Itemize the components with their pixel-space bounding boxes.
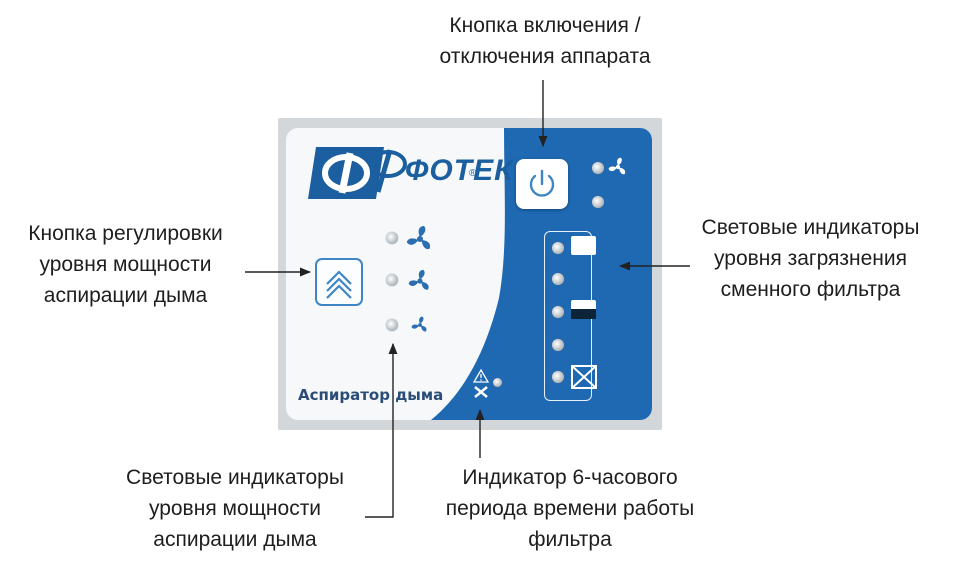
fan-mode-led bbox=[592, 162, 604, 174]
wrench-icon bbox=[474, 386, 488, 398]
callout-line: уровня загрязнения bbox=[714, 247, 907, 270]
filter-led-4 bbox=[552, 339, 564, 351]
timer-led bbox=[493, 378, 502, 387]
power-level-led-high bbox=[386, 232, 398, 244]
brand-logo-icon bbox=[308, 147, 384, 199]
callout-line: Индикатор 6-часового bbox=[462, 466, 678, 489]
callout-line: Кнопка регулировки bbox=[28, 222, 223, 245]
filter-led-1 bbox=[552, 242, 564, 254]
warning-triangle-icon bbox=[473, 369, 489, 383]
registered-mark: ® bbox=[469, 168, 477, 179]
power-level-led-low bbox=[386, 319, 398, 331]
filter-led-2 bbox=[552, 273, 564, 285]
timer-indicator-callout: Индикатор 6-часового периода времени раб… bbox=[420, 462, 720, 555]
callout-line: аспирации дыма bbox=[43, 284, 208, 307]
fan-icon bbox=[406, 226, 431, 250]
speed-button-callout: Кнопка регулировки уровня мощности аспир… bbox=[8, 218, 243, 311]
callout-line: Световые индикаторы bbox=[701, 216, 920, 239]
power-level-led-medium bbox=[386, 274, 398, 286]
callout-line: аспирации дыма bbox=[153, 528, 317, 551]
power-button-callout: Кнопка включения / отключения аппарата bbox=[395, 10, 695, 72]
callout-line: Световые индикаторы bbox=[126, 466, 344, 489]
brand-text: ФОТЕК bbox=[405, 154, 514, 187]
callout-line: отключения аппарата bbox=[439, 45, 651, 68]
brand-f-icon bbox=[369, 149, 407, 193]
fan-icon bbox=[608, 157, 626, 175]
filter-led-5 bbox=[552, 371, 564, 383]
callout-line: Кнопка включения / bbox=[449, 14, 641, 37]
product-name: Аспиратор дыма bbox=[298, 386, 444, 404]
chevron-up-double-icon bbox=[326, 270, 352, 299]
callout-line: периода времени работы bbox=[445, 497, 695, 520]
callout-line: уровня мощности bbox=[39, 253, 212, 276]
filter-leds-callout: Световые индикаторы уровня загрязнения с… bbox=[683, 212, 938, 305]
night-mode-led bbox=[592, 196, 604, 208]
power-button[interactable] bbox=[516, 159, 568, 209]
callout-line: сменного фильтра bbox=[720, 278, 901, 301]
fan-icon bbox=[408, 269, 429, 290]
power-leds-callout: Световые индикаторы уровня мощности аспи… bbox=[105, 462, 365, 555]
filter-half-icon bbox=[571, 300, 596, 319]
filter-led-3 bbox=[552, 306, 564, 318]
power-leds-leader bbox=[365, 342, 398, 518]
filter-crossed-icon bbox=[571, 365, 597, 389]
control-panel: ФОТЕК ® bbox=[286, 128, 652, 420]
callout-line: уровня мощности bbox=[148, 497, 322, 520]
speed-level-button[interactable] bbox=[315, 258, 363, 306]
filter-clean-icon bbox=[571, 236, 596, 255]
brand-name: ФОТЕК bbox=[405, 154, 514, 188]
fan-icon bbox=[411, 316, 427, 332]
power-icon bbox=[529, 169, 555, 197]
callout-line: фильтра bbox=[528, 528, 612, 551]
